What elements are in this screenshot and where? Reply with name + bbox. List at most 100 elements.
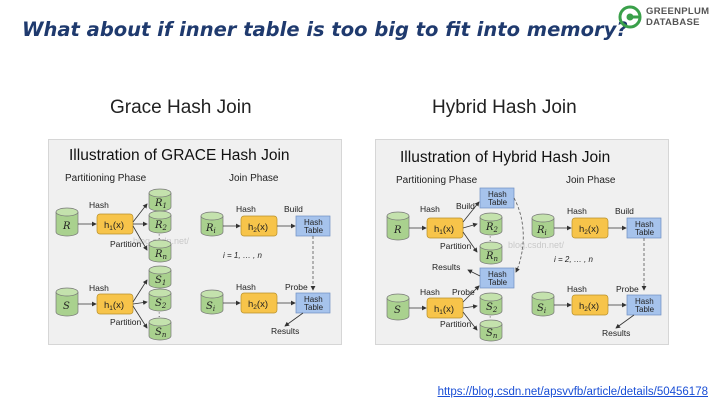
grace-heading: Grace Hash Join <box>110 97 252 118</box>
grace-ri-cylinder: Ri <box>200 211 224 237</box>
grace-h1-to-s1-arrow <box>132 279 148 303</box>
greenplum-logo-mark-icon <box>618 5 642 29</box>
grace-r2-cylinder: R2 <box>148 210 172 234</box>
hybrid-top-h1-box: h1(x) <box>426 217 464 239</box>
hybrid-probe-h2-box: h2(x) <box>571 294 609 316</box>
hybrid-h1-to-s2-arrow <box>462 304 478 309</box>
hybrid-bottom-ellipsis: : <box>489 313 491 323</box>
hybrid-top-partition-label: Partition <box>440 241 471 251</box>
svg-text:R2: R2 <box>485 222 499 234</box>
hybrid-join-bottom-hash-table: Hash Table <box>626 294 662 316</box>
hybrid-build-label: Build <box>615 206 634 216</box>
svg-text:S2: S2 <box>486 302 498 314</box>
hybrid-h1-to-r2-arrow <box>462 222 478 229</box>
svg-text:Table: Table <box>488 278 508 287</box>
hybrid-top-hash-label: Hash <box>420 204 440 214</box>
svg-text:Sn: Sn <box>486 328 498 340</box>
hybrid-results-arrow <box>615 314 635 329</box>
grace-index-note: i = 1, … , n <box>223 251 262 260</box>
grace-bottom-ellipsis: : <box>158 309 160 319</box>
hybrid-sn-cylinder: Sn <box>479 319 503 342</box>
svg-text:h1(x): h1(x) <box>434 304 454 316</box>
hybrid-ri-cylinder: Ri <box>531 213 555 239</box>
hybrid-h1-to-sn-arrow <box>462 311 478 331</box>
hybrid-partition-results-arrow <box>467 269 481 277</box>
hybrid-r2-cylinder: R2 <box>479 212 503 236</box>
grace-results-label: Results <box>271 326 299 336</box>
grace-top-h1-box: h1(x) <box>96 213 134 235</box>
svg-text:S2: S2 <box>155 298 167 310</box>
svg-text:Rn: Rn <box>485 251 499 263</box>
hybrid-probe-hash-table: Hash Table <box>479 267 515 289</box>
grace-sn-cylinder: Sn <box>148 317 172 341</box>
hybrid-si-cylinder: Si <box>531 291 555 317</box>
hybrid-s-input-label: S <box>394 305 401 316</box>
grace-bottom-partition-label: Partition <box>110 317 141 327</box>
grace-probe-hash-label: Hash <box>236 282 256 292</box>
grace-build-label: Build <box>284 204 303 214</box>
hybrid-bottom-probe-label: Probe <box>452 287 475 297</box>
grace-probe-label: Probe <box>285 282 308 292</box>
svg-text:h2(x): h2(x) <box>248 222 268 234</box>
hybrid-probe-hash-label: Hash <box>567 284 587 294</box>
hybrid-h1-to-rn-arrow <box>462 231 478 253</box>
hybrid-index-note: i = 2, … , n <box>554 255 593 264</box>
grace-build-hash-label: Hash <box>236 204 256 214</box>
grace-diagram: Illustration of GRACE Hash Join Partitio… <box>55 147 331 341</box>
grace-top-partition-label: Partition <box>110 239 141 249</box>
hybrid-diagram: Illustration of Hybrid Hash Join Partiti… <box>386 149 662 342</box>
hybrid-build-h2-box: h2(x) <box>571 217 609 239</box>
hybrid-bottom-h1-box: h1(x) <box>426 297 464 319</box>
grace-si-cylinder: Si <box>200 289 224 315</box>
grace-s2-cylinder: S2 <box>148 288 172 312</box>
hybrid-partition-results-label: Results <box>432 262 460 272</box>
hybrid-top-build-label: Build <box>456 201 475 211</box>
grace-r1-cylinder: R1 <box>148 188 172 212</box>
svg-text:h1(x): h1(x) <box>104 300 124 312</box>
hybrid-s-input-cylinder: S <box>386 293 410 321</box>
hybrid-partitioning-phase-label: Partitioning Phase <box>396 175 478 186</box>
grace-s-input-label: S <box>63 301 70 312</box>
svg-text:Table: Table <box>304 226 324 235</box>
svg-text:Hash: Hash <box>488 270 507 279</box>
hybrid-diagram-title: Illustration of Hybrid Hash Join <box>400 149 610 166</box>
grace-top-ellipsis: : <box>158 231 160 241</box>
hybrid-bottom-partition-label: Partition <box>440 319 471 329</box>
source-link[interactable]: https://blog.csdn.net/apsvvfb/article/de… <box>437 386 708 398</box>
hybrid-diagram-panel: Illustration of Hybrid Hash Join Partiti… <box>375 139 669 345</box>
svg-text:Sn: Sn <box>155 327 167 339</box>
grace-h1-to-s2-arrow <box>132 300 148 305</box>
grace-results-arrow <box>284 312 304 327</box>
logo-line2: DATABASE <box>646 17 700 28</box>
svg-text:Hash: Hash <box>488 190 507 199</box>
slide-title: What about if inner table is too big to … <box>22 18 628 41</box>
grace-join-phase-label: Join Phase <box>229 173 279 184</box>
grace-bottom-hash-label: Hash <box>89 283 109 293</box>
grace-build-h2-box: h2(x) <box>240 215 278 237</box>
grace-h1-to-rn-arrow <box>132 225 148 251</box>
svg-text:R1: R1 <box>154 198 167 210</box>
hybrid-s2-cylinder: S2 <box>479 292 503 316</box>
svg-text:Table: Table <box>635 228 655 237</box>
hybrid-results-label: Results <box>602 328 630 338</box>
hybrid-partition-hash-table: Hash Table <box>479 187 515 209</box>
grace-h1-to-sn-arrow <box>132 305 148 329</box>
hybrid-heading: Hybrid Hash Join <box>432 97 577 118</box>
svg-text:Si: Si <box>206 301 215 313</box>
svg-text:h2(x): h2(x) <box>579 224 599 236</box>
hybrid-h1-to-table-arrow <box>462 201 480 223</box>
svg-text:Ri: Ri <box>536 225 547 237</box>
grace-h1-to-r1-arrow <box>132 203 148 223</box>
hybrid-probe-label: Probe <box>616 284 639 294</box>
grace-diagram-title: Illustration of GRACE Hash Join <box>69 147 290 164</box>
svg-text:R2: R2 <box>154 220 168 232</box>
svg-text:Hash: Hash <box>304 218 323 227</box>
hybrid-join-top-hash-table: Hash Table <box>626 217 662 239</box>
hybrid-rn-cylinder: Rn <box>479 241 503 265</box>
svg-text:h1(x): h1(x) <box>434 224 454 236</box>
svg-text:S1: S1 <box>155 275 166 287</box>
svg-text:Hash: Hash <box>635 220 654 229</box>
grace-probe-h2-box: h2(x) <box>240 292 278 314</box>
svg-text:Hash: Hash <box>304 295 323 304</box>
grace-r-input-label: R <box>62 221 71 232</box>
